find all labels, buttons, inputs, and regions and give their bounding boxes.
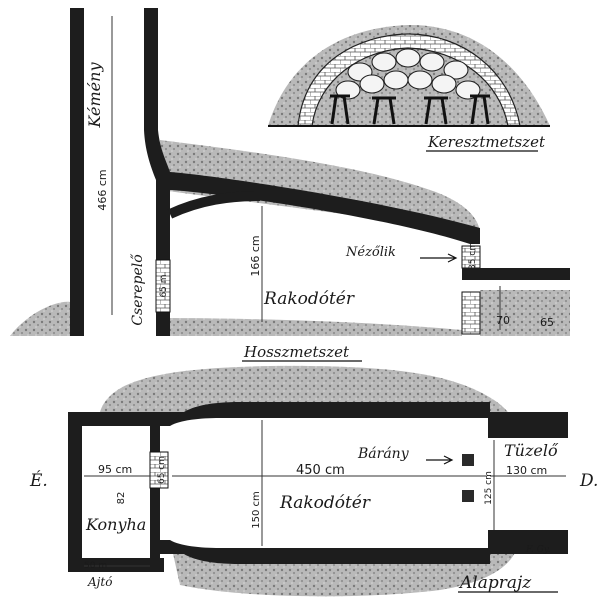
south-label: D. <box>579 471 598 491</box>
door-label: Ajtó <box>87 575 112 589</box>
chimney-left-wall <box>70 8 84 336</box>
cross-section-title: Keresztmetszet <box>427 133 546 151</box>
long-section-title: Hosszmetszet <box>243 343 350 361</box>
long-section: Kémény 466 cm Cserepelő 65 m 166 cm Rako… <box>10 8 570 362</box>
fire-opening-label: 35 cm <box>468 242 478 270</box>
firebox-label: Tüzelő <box>504 441 559 460</box>
chimney-right-wall <box>144 8 170 336</box>
dim-70-label: 70 <box>496 314 510 327</box>
north-label: É. <box>29 470 48 491</box>
chimney-height-label: 466 cm <box>96 169 109 210</box>
tile-door-dim-label: 65 m <box>159 274 169 297</box>
dim-65-label: 65 <box>540 316 554 329</box>
kitchen-label: Konyha <box>85 515 146 534</box>
cross-section-supports <box>330 94 490 125</box>
kiln-height-label: 166 cm <box>249 235 262 276</box>
kiln-room-label: Rakodótér <box>263 289 355 309</box>
long-section-earth-mound <box>10 301 70 336</box>
chimney-label: Kémény <box>85 62 104 129</box>
cross-section-stacked-tiles <box>335 48 481 100</box>
door-width-label: 50 m <box>84 561 107 571</box>
firebox-width-label: 125 cm <box>484 471 494 505</box>
signature: F. Gy. <box>525 545 551 555</box>
kiln-length-label: 450 cm <box>296 463 345 478</box>
plan-kiln-room-label: Rakodótér <box>279 493 371 513</box>
firebox-roof <box>462 268 570 280</box>
plan: 65 cm É. D. 95 cm 82 Konyha 50 m Ajtó 45… <box>29 365 598 597</box>
firebox-length-label: 130 cm <box>506 464 547 477</box>
kiln-width-label: 150 cm <box>251 491 262 529</box>
plan-tile-door-dim-label: 65 cm <box>157 456 167 484</box>
long-section-earth-right <box>480 290 570 336</box>
plan-title: Alaprajz <box>458 573 532 593</box>
tile-door-label: Cserepelő <box>130 253 146 326</box>
lamb-marker-top <box>462 454 474 466</box>
kitchen-dim-label: 82 <box>116 492 127 505</box>
kitchen-width-label: 95 cm <box>98 463 132 476</box>
long-section-earth-front <box>160 318 462 336</box>
kiln-roof <box>170 172 480 244</box>
lamb-label: Bárány <box>357 446 410 462</box>
peephole-label: Nézőlik <box>345 245 396 260</box>
lamb-marker-bottom <box>462 490 474 502</box>
cross-section: Keresztmetszet <box>268 24 550 152</box>
